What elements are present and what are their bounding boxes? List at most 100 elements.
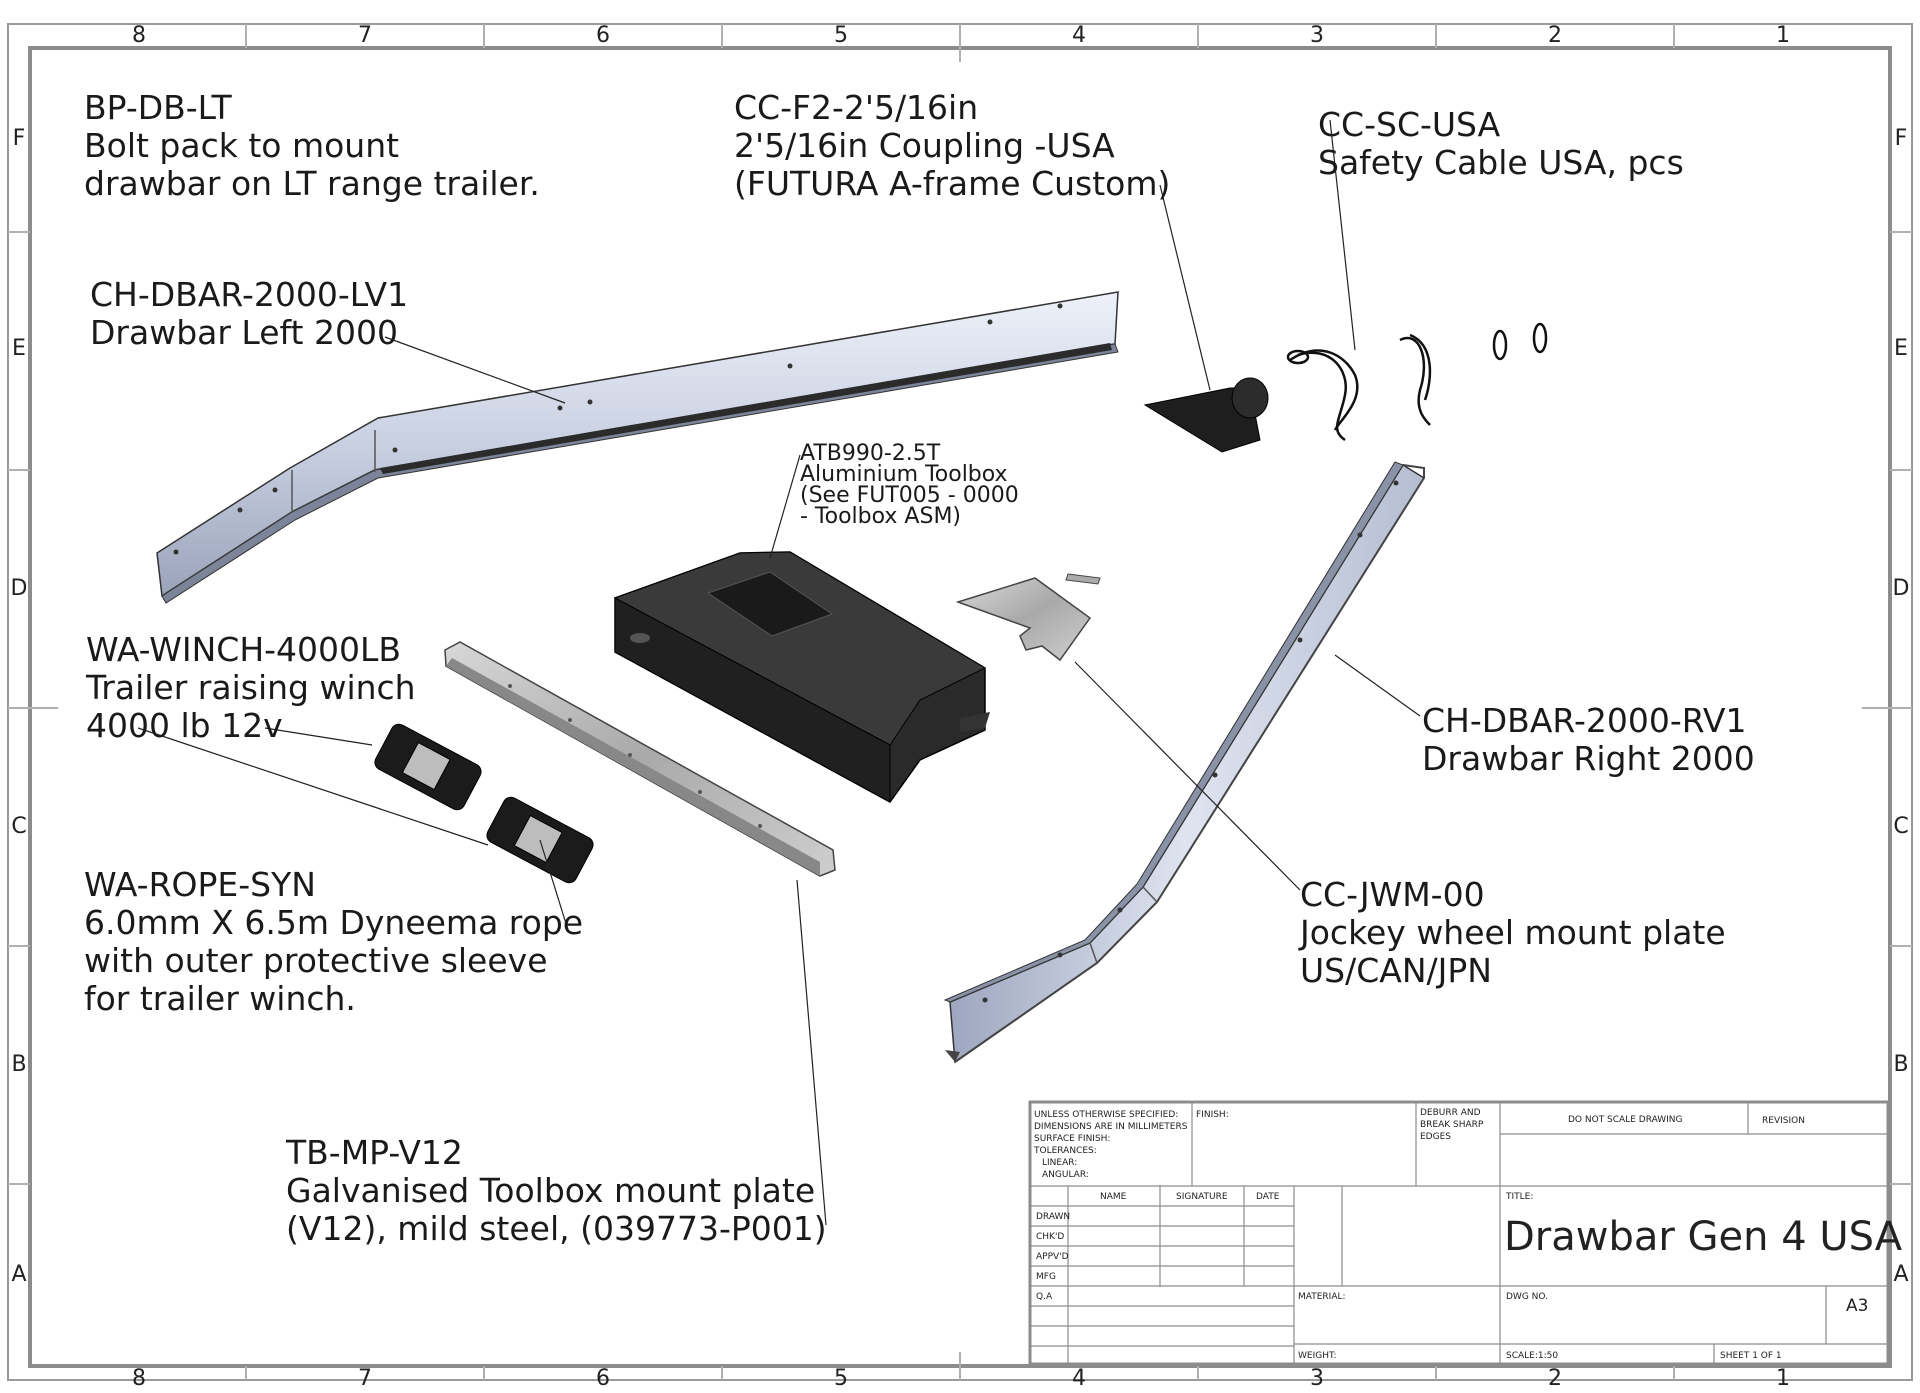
- zone-col-2-bottom: 2: [1548, 1366, 1562, 1391]
- toolbox-desc-2: (See FUT005 - 0000: [800, 483, 1019, 508]
- drawbar-left-part: [156, 291, 1119, 604]
- drawbar-right-part: [943, 461, 1426, 1064]
- zone-row-d-right: D: [1892, 576, 1910, 601]
- bolt-pack-callout: BP-DB-LT Bolt pack to mount drawbar on L…: [84, 89, 540, 203]
- rope-desc-3: for trailer winch.: [84, 979, 356, 1018]
- zone-col-7-top: 7: [358, 23, 372, 48]
- spec-line: ANGULAR:: [1042, 1170, 1089, 1180]
- name-header: NAME: [1100, 1192, 1127, 1202]
- spec-line: LINEAR:: [1042, 1158, 1078, 1168]
- zone-col-4-top: 4: [1072, 23, 1086, 48]
- spec-line: DIMENSIONS ARE IN MILLIMETERS: [1034, 1122, 1188, 1132]
- zone-col-1-top: 1: [1776, 23, 1790, 48]
- zone-row-a-left: A: [11, 1262, 27, 1287]
- zone-col-8-top: 8: [132, 23, 146, 48]
- mount-plate-callout: TB-MP-V12 Galvanised Toolbox mount plate…: [286, 1134, 827, 1248]
- rope-desc-2: with outer protective sleeve: [84, 941, 548, 980]
- zone-col-4-bottom: 4: [1072, 1366, 1086, 1391]
- winch-desc-1: Trailer raising winch: [86, 668, 416, 707]
- date-header: DATE: [1256, 1192, 1280, 1202]
- sheet-size: A3: [1846, 1296, 1869, 1316]
- leader-lines: [137, 119, 1421, 1226]
- spec-notes: UNLESS OTHERWISE SPECIFIED: DIMENSIONS A…: [1034, 1109, 1187, 1181]
- zone-col-8-bottom: 8: [132, 1366, 146, 1391]
- spec-line: UNLESS OTHERWISE SPECIFIED:: [1034, 1110, 1179, 1120]
- zone-col-5-bottom: 5: [834, 1366, 848, 1391]
- spec-line: TOLERANCES:: [1034, 1146, 1097, 1156]
- title-label: TITLE:: [1506, 1192, 1534, 1202]
- sheet-border: [7, 23, 1913, 1381]
- drawbar-right-code: CH-DBAR-2000-RV1: [1422, 701, 1747, 740]
- zone-row-d-left: D: [10, 576, 28, 601]
- coupling-desc-1: 2'5/16in Coupling -USA: [734, 126, 1115, 165]
- zone-col-3-bottom: 3: [1310, 1366, 1324, 1391]
- toolbox-callout: ATB990-2.5T Aluminium Toolbox (See FUT00…: [800, 441, 1019, 529]
- sheet-number: SHEET 1 OF 1: [1720, 1351, 1782, 1361]
- winch-desc-2: 4000 lb 12v: [86, 706, 283, 745]
- zone-col-5-top: 5: [834, 23, 848, 48]
- zone-col-7-bottom: 7: [358, 1366, 372, 1391]
- weight-label: WEIGHT:: [1298, 1351, 1337, 1361]
- revision-label: REVISION: [1762, 1116, 1805, 1126]
- zone-row-b-right: B: [1893, 1052, 1909, 1077]
- coupling-part: [1143, 377, 1269, 453]
- signature-header: SIGNATURE: [1176, 1192, 1228, 1202]
- toolbox-desc-3: - Toolbox ASM): [800, 504, 962, 529]
- drawbar-right-desc-1: Drawbar Right 2000: [1422, 739, 1755, 778]
- zone-row-c-left: C: [11, 814, 27, 839]
- approved-label: APPV'D: [1036, 1252, 1069, 1262]
- drawbar-left-desc-1: Drawbar Left 2000: [90, 313, 398, 352]
- toolbox-desc-1: Aluminium Toolbox: [800, 462, 1008, 487]
- spec-line: SURFACE FINISH:: [1034, 1134, 1111, 1144]
- qa-label: Q.A: [1036, 1292, 1053, 1302]
- title-block: [1028, 1100, 1890, 1366]
- coupling-code: CC-F2-2'5/16in: [734, 88, 979, 127]
- toolbox-code: ATB990-2.5T: [800, 441, 941, 466]
- deburr-note: DEBURR AND BREAK SHARP EDGES: [1420, 1107, 1483, 1143]
- deburr-line: EDGES: [1420, 1132, 1451, 1142]
- winch-part: [374, 723, 594, 884]
- jockey-plate-part: [955, 573, 1101, 662]
- zone-col-2-top: 2: [1548, 23, 1562, 48]
- mount-plate-desc-1: Galvanised Toolbox mount plate: [286, 1171, 816, 1210]
- jockey-plate-callout: CC-JWM-00 Jockey wheel mount plate US/CA…: [1300, 876, 1726, 990]
- coupling-callout: CC-F2-2'5/16in 2'5/16in Coupling -USA (F…: [734, 89, 1170, 203]
- material-label: MATERIAL:: [1298, 1292, 1346, 1302]
- jockey-plate-desc-2: US/CAN/JPN: [1300, 951, 1492, 990]
- zone-row-e-left: E: [12, 336, 26, 361]
- checked-label: CHK'D: [1036, 1232, 1065, 1242]
- safety-cable-callout: CC-SC-USA Safety Cable USA, pcs: [1318, 106, 1684, 182]
- zone-row-f-right: F: [1894, 126, 1908, 151]
- safety-cable-desc-1: Safety Cable USA, pcs: [1318, 143, 1684, 182]
- mount-plate-code: TB-MP-V12: [286, 1133, 463, 1172]
- bolt-pack-desc-2: drawbar on LT range trailer.: [84, 164, 540, 203]
- safety-cable-code: CC-SC-USA: [1318, 105, 1501, 144]
- drawing-title: Drawbar Gen 4 USA: [1504, 1214, 1903, 1260]
- zone-row-a-right: A: [1893, 1262, 1909, 1287]
- jockey-plate-code: CC-JWM-00: [1300, 875, 1485, 914]
- drawbar-left-code: CH-DBAR-2000-LV1: [90, 275, 409, 314]
- drawbar-left-callout: CH-DBAR-2000-LV1 Drawbar Left 2000: [90, 276, 408, 352]
- zone-row-f-left: F: [12, 126, 26, 151]
- zone-row-e-right: E: [1894, 336, 1908, 361]
- bolt-pack-code: BP-DB-LT: [84, 88, 232, 127]
- dwg-no-label: DWG NO.: [1506, 1292, 1548, 1302]
- drawbar-right-callout: CH-DBAR-2000-RV1 Drawbar Right 2000: [1422, 702, 1755, 778]
- winch-callout: WA-WINCH-4000LB Trailer raising winch 40…: [86, 631, 416, 745]
- finish-label: FINISH:: [1196, 1110, 1229, 1120]
- jockey-plate-desc-1: Jockey wheel mount plate: [1300, 913, 1726, 952]
- safety-cable-part: [1286, 322, 1548, 442]
- do-not-scale-note: DO NOT SCALE DRAWING: [1568, 1115, 1683, 1125]
- rope-desc-1: 6.0mm X 6.5m Dyneema rope: [84, 903, 584, 942]
- rope-callout: WA-ROPE-SYN 6.0mm X 6.5m Dyneema rope wi…: [84, 866, 583, 1018]
- zone-row-c-right: C: [1893, 814, 1909, 839]
- zone-col-6-top: 6: [596, 23, 610, 48]
- mount-plate-part: [444, 641, 836, 877]
- zone-col-1-bottom: 1: [1776, 1366, 1790, 1391]
- coupling-desc-2: (FUTURA A-frame Custom): [734, 164, 1171, 203]
- winch-code: WA-WINCH-4000LB: [86, 630, 402, 669]
- bolt-pack-desc-1: Bolt pack to mount: [84, 126, 400, 165]
- deburr-line: DEBURR AND: [1420, 1108, 1481, 1118]
- toolbox-part: [613, 551, 990, 803]
